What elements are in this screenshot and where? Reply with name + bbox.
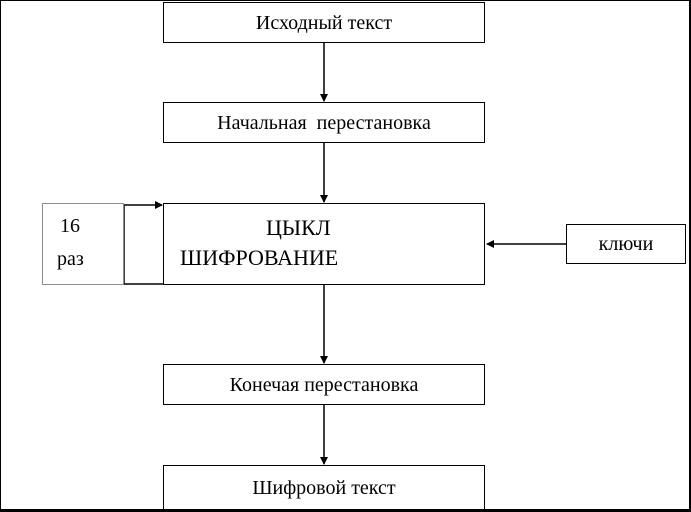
loop-label: ЦЫКЛ bbox=[266, 215, 331, 240]
encryption-loop-box: ЦЫКЛ ШИФРОВАНИЕ bbox=[163, 203, 485, 285]
source-text-label: Исходный текст bbox=[255, 11, 393, 34]
iteration-count-box: 16 раз bbox=[42, 203, 124, 285]
iteration-count-number: 16 bbox=[60, 215, 80, 237]
initial-permutation-box: Начальная перестановка bbox=[163, 102, 485, 143]
initial-permutation-label: Начальная перестановка bbox=[217, 111, 431, 134]
cipher-text-box: Шифровой текст bbox=[163, 465, 485, 509]
source-text-box: Исходный текст bbox=[163, 2, 485, 43]
final-permutation-box: Конечая перестановка bbox=[163, 364, 485, 405]
encryption-label: ШИФРОВАНИЕ bbox=[180, 245, 339, 270]
cipher-text-label: Шифровой текст bbox=[252, 477, 396, 499]
iteration-count-unit: раз bbox=[57, 248, 84, 270]
keys-label: ключи bbox=[598, 233, 654, 255]
loop-feedback-arrow bbox=[123, 201, 184, 285]
keys-box: ключи bbox=[566, 224, 686, 264]
final-permutation-label: Конечая перестановка bbox=[229, 373, 419, 396]
